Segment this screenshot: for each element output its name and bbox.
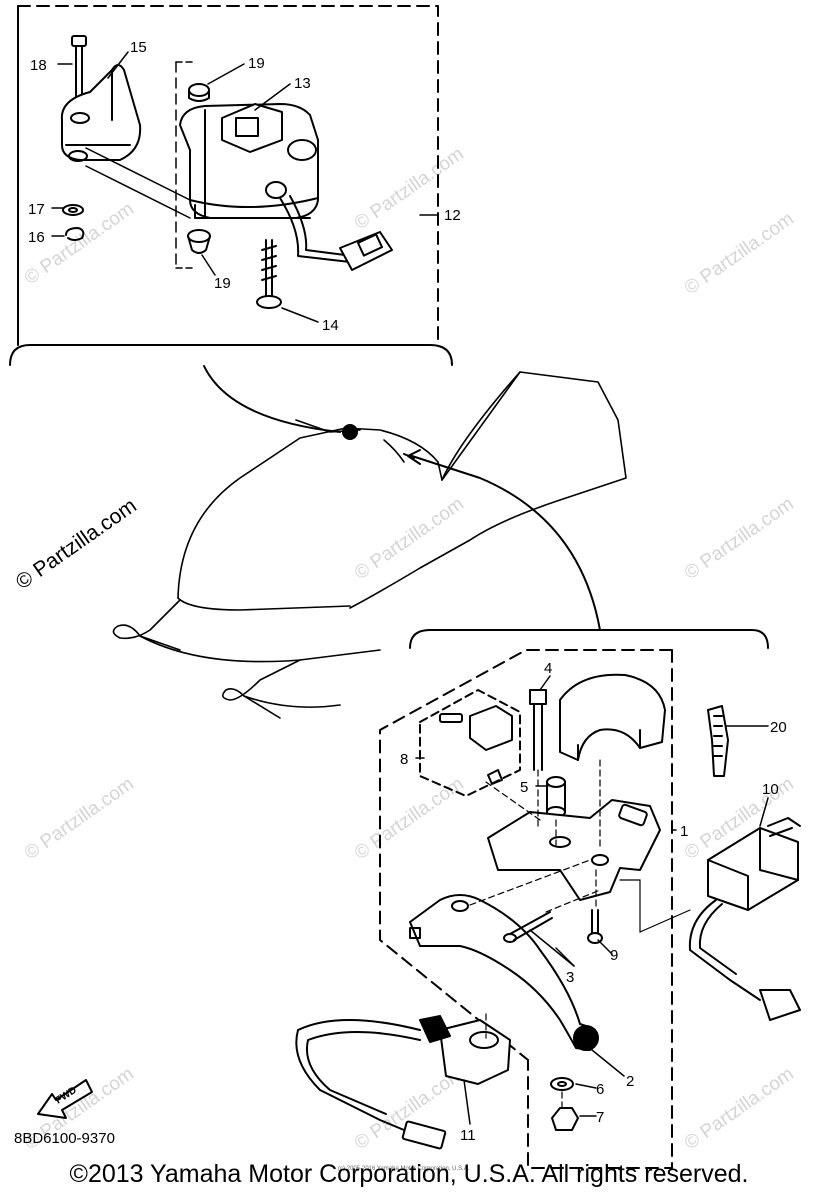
callout-3: 3 [566,969,574,986]
fwd-arrow-icon [37,1079,93,1119]
bolt-4 [529,689,547,771]
callout-11: 11 [460,1127,476,1144]
callout-13: 13 [294,75,311,92]
grommet-19-top [188,83,210,102]
small-copyright-notice: (c) 2005-2016 Yamaha Motor Corporation, … [338,1166,470,1172]
callout-leaders-bottom [415,675,769,1125]
watermark-text: © Partzilla.com [351,493,468,584]
callout-10: 10 [762,781,779,798]
callout-8: 8 [400,751,408,768]
callout-leaders-top [51,51,319,323]
spacer-5 [546,776,566,818]
callout-14: 14 [322,317,339,334]
watermark-text-large: © Partzilla.com [12,494,141,594]
cable-tie-20 [707,705,729,777]
watermarks: © Partzilla.com © Partzilla.com © Partzi… [12,143,798,1154]
switch-11 [295,1015,511,1150]
lever-holder [487,799,661,901]
callout-12: 12 [444,207,461,224]
callout-16: 16 [28,229,45,246]
screw-14 [256,239,282,309]
callout-labels: 18 15 19 13 17 16 12 19 14 4 20 8 5 10 1… [28,39,787,1172]
watermark-text: © Partzilla.com [681,208,798,299]
callout-19-bottom: 19 [214,275,231,292]
nut-7 [551,1107,579,1131]
watermark-text: © Partzilla.com [351,773,468,864]
callout-20: 20 [770,719,787,736]
callout-9: 9 [610,947,618,964]
copyright-notice: ©2013 Yamaha Motor Corporation, U.S.A. A… [69,1160,749,1188]
callout-4: 4 [544,660,552,677]
callout-5: 5 [520,779,528,796]
washer-6-hole [557,1081,567,1087]
assembly-box-bottom [379,629,769,1169]
watermark-text: © Partzilla.com [21,773,138,864]
callout-15: 15 [130,39,147,56]
bracket-15 [60,64,142,162]
callout-17: 17 [28,201,45,218]
grommet-19-bottom [187,229,211,254]
part-code: 8BD6100-9370 [14,1130,115,1147]
callout-6: 6 [596,1081,604,1098]
inset-construction-lines [85,61,439,269]
spring-washer-16 [65,227,85,241]
bolt-9 [587,909,603,944]
brake-lever [409,894,599,1051]
screw-3 [503,911,553,943]
assembly-construction-lines [469,759,691,1109]
switch-10 [688,817,801,1021]
washer-6 [550,1077,574,1091]
callout-1: 1 [680,823,688,840]
callout-2: 2 [626,1073,634,1090]
inset-box-top [9,5,453,366]
washer-17-hole [68,207,78,213]
switch-housing-13 [179,103,393,271]
subassembly-box-8 [419,689,521,797]
watermark-text: © Partzilla.com [681,493,798,584]
callout-18: 18 [30,57,47,74]
callout-19-top: 19 [248,55,265,72]
pointer-lines [203,365,601,631]
washer-17 [62,204,84,216]
watermark-text: © Partzilla.com [681,1063,798,1154]
callout-7: 7 [596,1109,604,1126]
holder-cover [559,673,666,761]
